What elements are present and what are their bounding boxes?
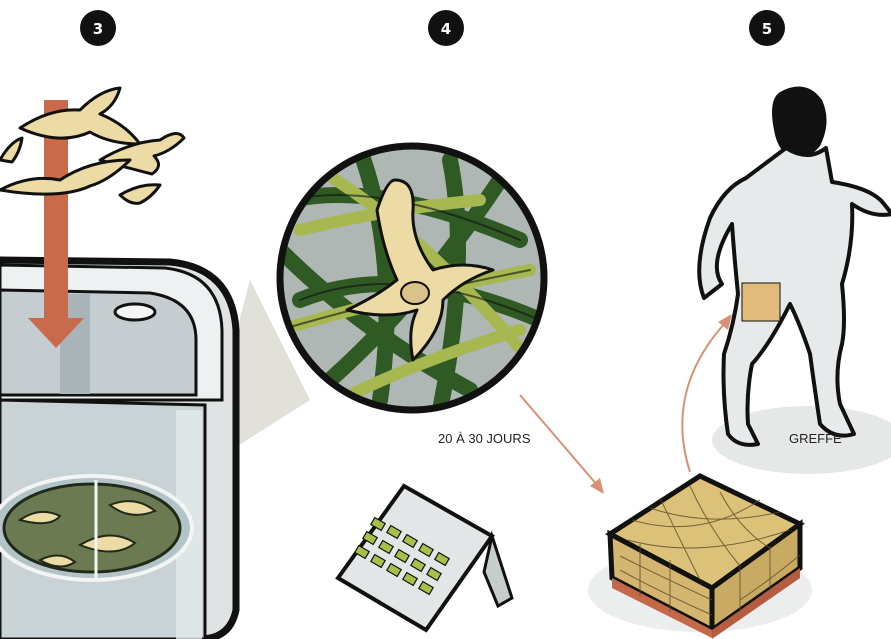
graft-patch	[742, 283, 780, 321]
step-badge-3: 3	[80, 10, 116, 46]
duration-label: 20 À 30 JOURS	[438, 431, 531, 446]
step-number-3: 3	[93, 20, 103, 38]
human-figure	[699, 87, 891, 474]
step-badge-5: 5	[749, 10, 785, 46]
skin-graft-tile	[588, 476, 812, 639]
graft-label: GREFFE	[789, 431, 842, 446]
step-badge-4: 4	[428, 10, 464, 46]
floating-cells	[0, 88, 184, 203]
incubation-container	[0, 260, 236, 639]
cell-nucleus	[401, 282, 429, 304]
step-number-4: 4	[441, 20, 451, 38]
connector-arrow	[520, 395, 604, 494]
magnified-matrix	[280, 146, 544, 410]
culture-plate	[338, 486, 512, 630]
step-number-5: 5	[762, 20, 772, 38]
